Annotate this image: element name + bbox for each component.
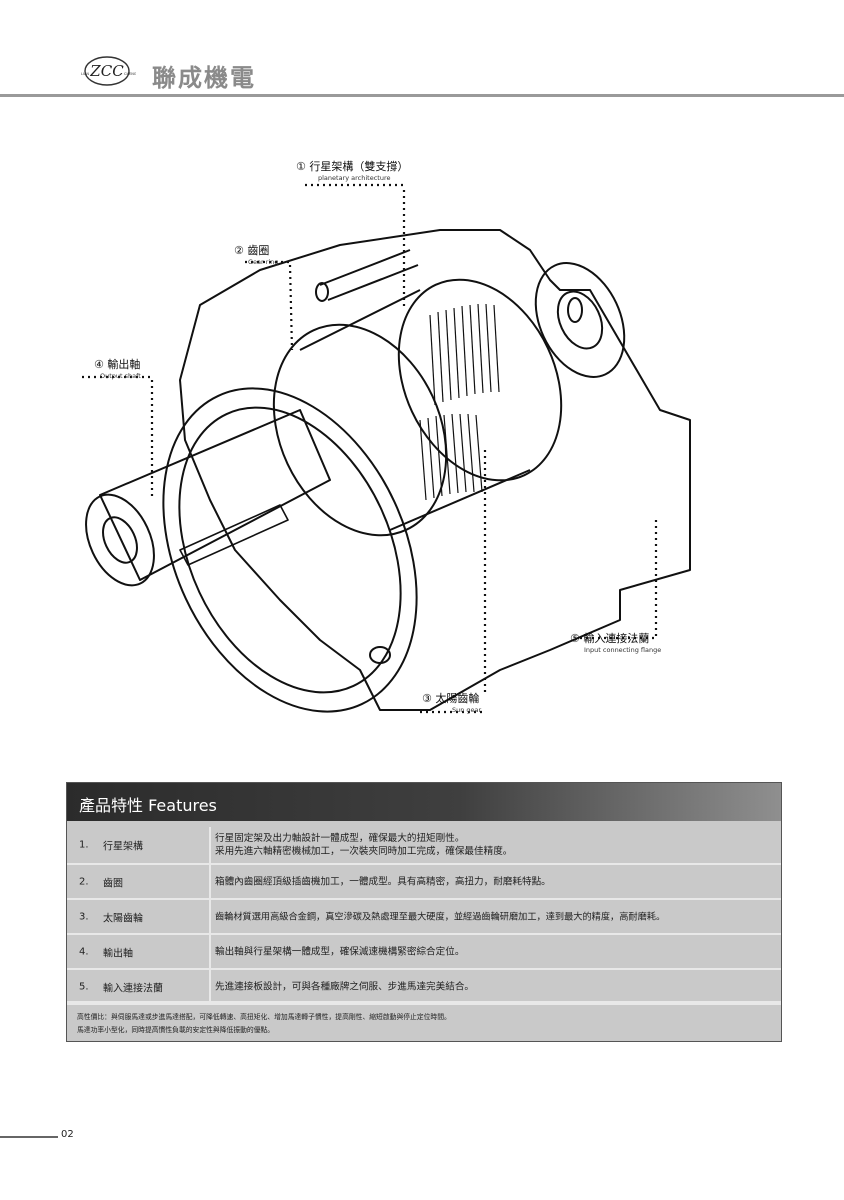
callout-label-en: Input connecting flange bbox=[584, 646, 662, 654]
note-line: 高性價比：與伺服馬達或步進馬達搭配，可降低轉速、高扭矩化、增加馬達轉子慣性，提高… bbox=[77, 1013, 451, 1021]
callout-label-en: Sun gear bbox=[452, 706, 482, 714]
callout-label-cn: ③ 太陽齒輪 bbox=[422, 692, 480, 705]
callout-label-en: Gear ring bbox=[248, 258, 279, 266]
feature-description-line: 采用先進六軸精密機械加工，一次裝夾同時加工完成，確保最佳精度。 bbox=[215, 846, 513, 857]
callout-label-en: Output shaft bbox=[100, 372, 141, 380]
feature-name: 齒圈 bbox=[103, 878, 123, 889]
feature-name: 太陽齒輪 bbox=[103, 913, 143, 924]
callout-label-cn: ⑤ 輸入連接法蘭 bbox=[570, 632, 650, 645]
column-divider bbox=[209, 900, 211, 933]
callout-gear-ring: ② 齒圈 Gear ring bbox=[234, 242, 278, 266]
feature-number: 1. bbox=[79, 839, 89, 851]
feature-description: 先進連接板設計，可與各種廠牌之伺服、步進馬達完美結合。 bbox=[215, 981, 475, 992]
feature-number: 5. bbox=[79, 981, 89, 992]
feature-description: 齒輪材質選用高級合金鋼，真空滲碳及熱處理至最大硬度，並經過齒輪研磨加工，達到最大… bbox=[215, 911, 666, 922]
svg-text:CHENG: CHENG bbox=[124, 72, 136, 76]
feature-description: 行星固定架及出力軸設計一體成型，確保最大的扭矩剛性。采用先進六軸精密機械加工，一… bbox=[215, 832, 777, 858]
brand-name: 聯成機電 bbox=[152, 64, 256, 92]
column-divider bbox=[209, 935, 211, 968]
note-line: 馬達功率小型化，同時提高慣性負載的安定性與降低振動的優點。 bbox=[77, 1026, 275, 1034]
callout-label-cn: ② 齒圈 bbox=[234, 244, 270, 257]
callout-planetary-architecture: ① 行星架構（雙支撐） planetary architecture bbox=[296, 158, 408, 182]
gearbox-cutaway-diagram: ① 行星架構（雙支撐） planetary architecture ② 齒圈 … bbox=[60, 150, 790, 740]
svg-text:LIAN: LIAN bbox=[81, 72, 89, 76]
gearbox-illustration bbox=[82, 183, 691, 714]
logo-lettering: ZCC bbox=[89, 62, 124, 80]
feature-name: 輸出軸 bbox=[103, 948, 133, 959]
callout-output-shaft: ④ 輸出軸 Output shaft bbox=[94, 356, 141, 380]
feature-row: 3. 太陽齒輪 齒輪材質選用高級合金鋼，真空滲碳及熱處理至最大硬度，並經過齒輪研… bbox=[67, 900, 781, 935]
features-note: 高性價比：與伺服馬達或步進馬達搭配，可降低轉速、高扭矩化、增加馬達轉子慣性，提高… bbox=[77, 1011, 451, 1037]
footer-rule bbox=[0, 1136, 58, 1138]
feature-number: 2. bbox=[79, 876, 89, 887]
feature-number: 3. bbox=[79, 911, 89, 922]
feature-description: 輸出軸與行星架構一體成型，確保減速機構緊密綜合定位。 bbox=[215, 946, 465, 957]
callout-label-cn: ④ 輸出軸 bbox=[94, 358, 141, 371]
feature-name: 行星架構 bbox=[103, 841, 143, 853]
feature-row: 4. 輸出軸 輸出軸與行星架構一體成型，確保減速機構緊密綜合定位。 bbox=[67, 935, 781, 970]
column-divider bbox=[209, 970, 211, 1003]
feature-row: 2. 齒圈 箱體內齒圈經頂級插齒機加工，一體成型。具有高精密，高扭力，耐磨耗特點… bbox=[67, 865, 781, 900]
header-divider bbox=[0, 94, 844, 97]
features-header: 產品特性 Features bbox=[67, 783, 781, 821]
feature-number: 4. bbox=[79, 946, 89, 957]
features-note-divider bbox=[67, 1001, 781, 1005]
column-divider bbox=[209, 827, 211, 863]
callout-input-connecting-flange: ⑤ 輸入連接法蘭 Input connecting flange bbox=[570, 630, 661, 654]
feature-row: 5. 輸入連接法蘭 先進連接板設計，可與各種廠牌之伺服、步進馬達完美結合。 bbox=[67, 970, 781, 1005]
features-table: 產品特性 Features 1. 行星架構 行星固定架及出力軸設計一體成型，確保… bbox=[66, 782, 782, 1042]
feature-name: 輸入連接法蘭 bbox=[103, 983, 163, 994]
feature-description: 箱體內齒圈經頂級插齒機加工，一體成型。具有高精密，高扭力，耐磨耗特點。 bbox=[215, 876, 551, 887]
feature-row: 1. 行星架構 行星固定架及出力軸設計一體成型，確保最大的扭矩剛性。采用先進六軸… bbox=[67, 827, 781, 865]
callout-label-cn: ① 行星架構（雙支撐） bbox=[296, 160, 409, 173]
features-rows: 1. 行星架構 行星固定架及出力軸設計一體成型，確保最大的扭矩剛性。采用先進六軸… bbox=[67, 827, 781, 1005]
column-divider bbox=[209, 865, 211, 898]
features-title: 產品特性 Features bbox=[79, 796, 217, 815]
callout-label-en: planetary architecture bbox=[318, 174, 391, 182]
company-logo: ZCC LIAN CHENG bbox=[81, 56, 136, 86]
feature-description-line: 行星固定架及出力軸設計一體成型，確保最大的扭矩剛性。 bbox=[215, 833, 465, 844]
callout-sun-gear: ③ 太陽齒輪 Sun gear bbox=[422, 690, 481, 714]
page-number: 02 bbox=[61, 1129, 74, 1140]
